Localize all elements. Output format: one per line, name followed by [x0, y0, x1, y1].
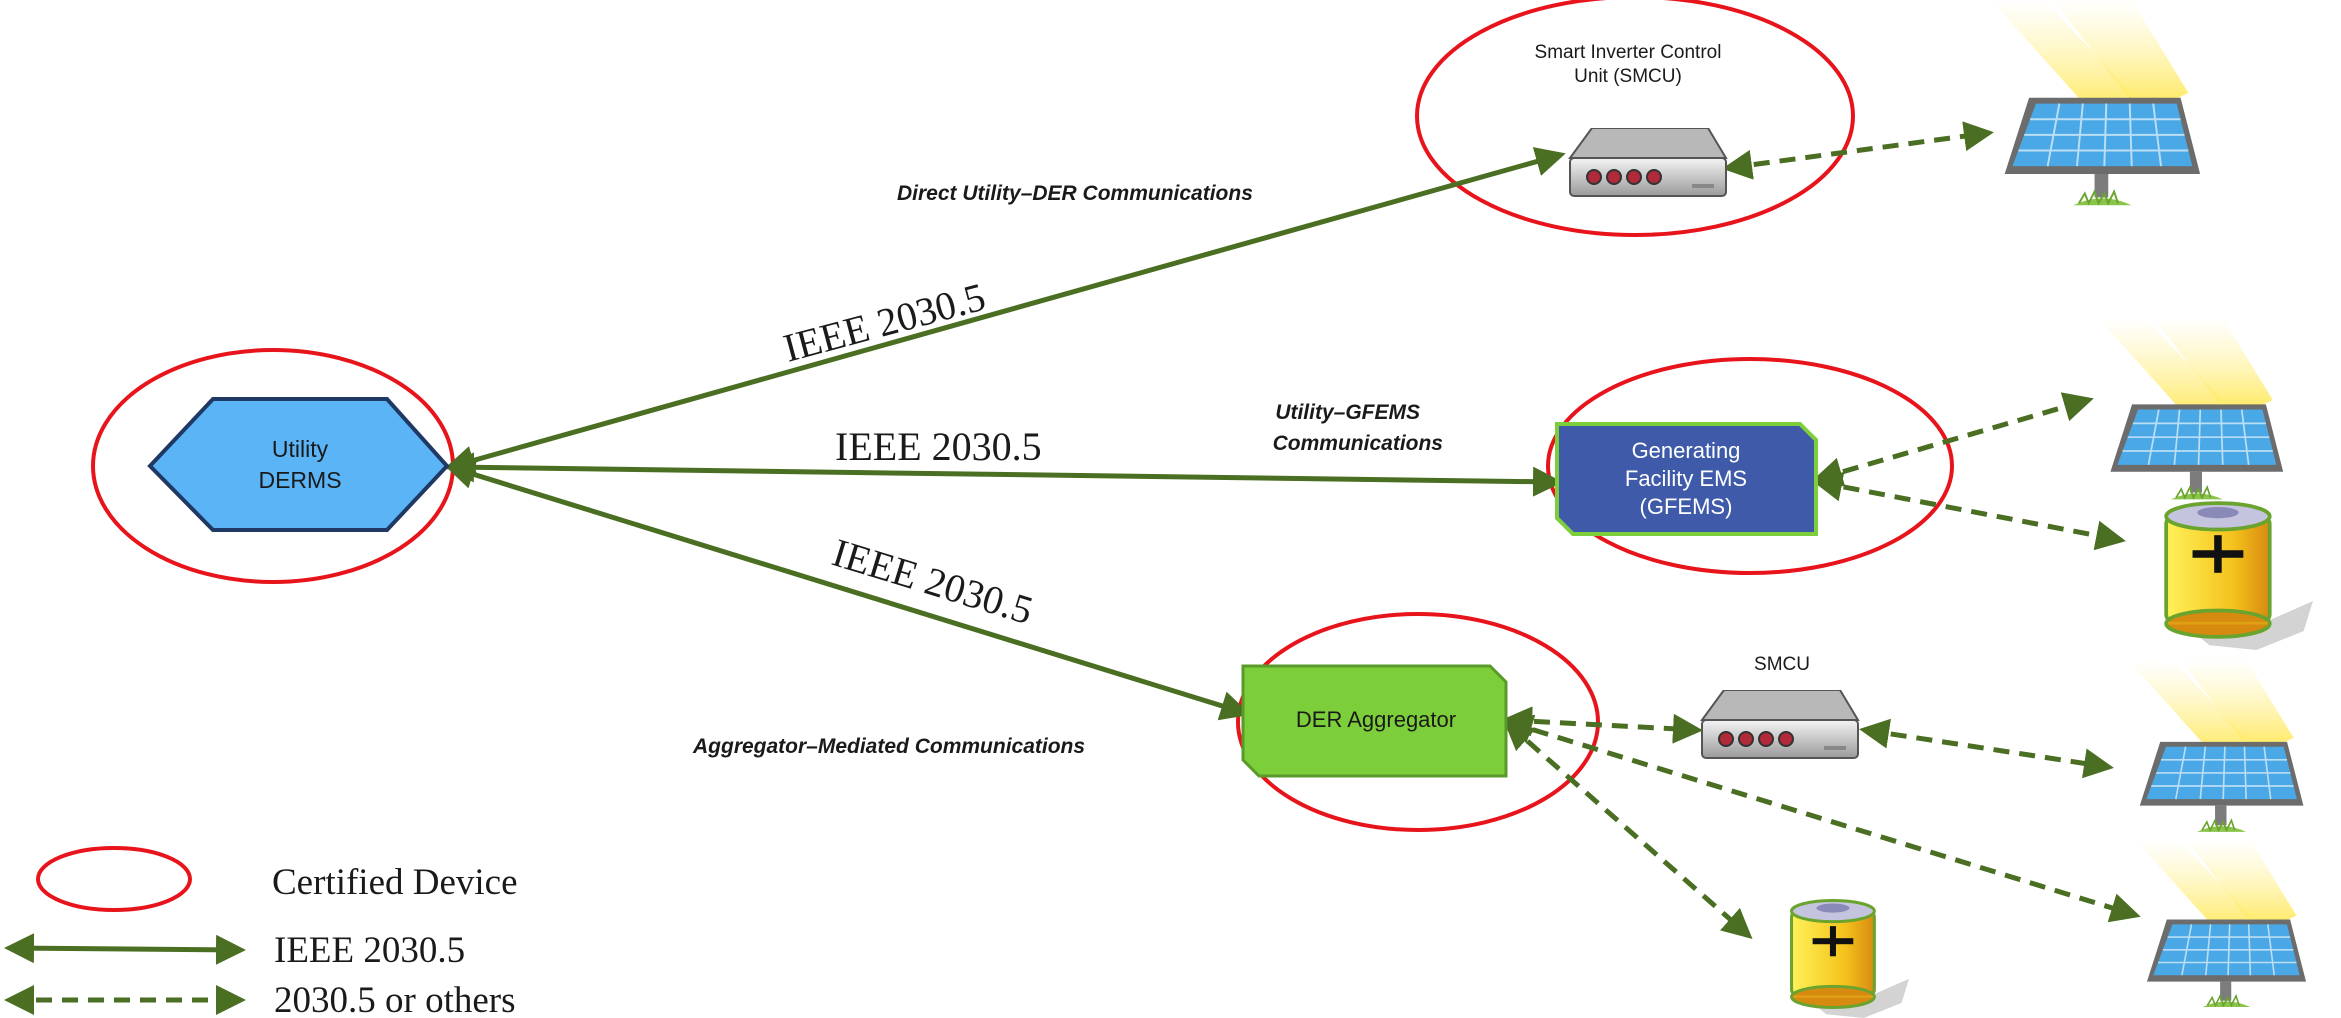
aggregator-node [1241, 664, 1508, 778]
legend-solid-symbol [4, 933, 246, 965]
caption-gfems-line1: Utility–GFEMS [1275, 401, 1420, 424]
smcu-top-label-line1: Smart Inverter Control [1535, 42, 1722, 63]
legend-certified-label: Certified Device [272, 862, 518, 903]
dashed-smcu-top-solar [1722, 121, 1994, 180]
link-direct-utility-der [444, 147, 1566, 475]
caption-aggregator: Aggregator–Mediated Communications [692, 735, 1085, 758]
dashed-gfems-solar [1812, 392, 2094, 487]
battery-icon [1789, 898, 1911, 1018]
certified-ring-smcu-top [1415, 0, 1855, 237]
legend-solid-label: IEEE 2030.5 [274, 930, 465, 971]
gfems-label-line3: (GFEMS) [1640, 494, 1733, 519]
gfems-label-line2: Facility EMS [1625, 466, 1747, 491]
dashed-smcu-solar [1859, 718, 2114, 779]
dashed-aggregator-battery [1503, 720, 1753, 939]
aggregator-label: DER Aggregator [1296, 707, 1456, 732]
link-utility-aggregator [444, 459, 1251, 721]
smcu-top-label-line2: Unit (SMCU) [1574, 66, 1682, 87]
derms-label-line2: DERMS [258, 467, 341, 493]
protocol-direct: IEEE 2030.5 [779, 274, 990, 371]
caption-gfems-line2: Communications [1273, 432, 1443, 455]
solar-panel-icon [1989, 0, 2202, 207]
gfems-label-line1: Generating [1632, 438, 1741, 463]
solar-panel-icon [2127, 660, 2305, 833]
derms-label-line1: Utility [272, 436, 329, 462]
dashed-gfems-battery [1812, 471, 2126, 551]
solar-panel-icon [2097, 318, 2285, 501]
battery-icon [2164, 501, 2315, 650]
caption-direct: Direct Utility–DER Communications [897, 182, 1253, 205]
gfems-node [1555, 422, 1818, 536]
solar-panel-icon [2134, 840, 2308, 1009]
derms-node [147, 397, 450, 532]
legend-certified-symbol [36, 846, 192, 912]
protocol-gfems: IEEE 2030.5 [835, 424, 1042, 469]
inverter-box-icon [1701, 690, 1859, 759]
link-utility-gfems [444, 452, 1563, 497]
legend-dashed-label: 2030.5 or others [274, 980, 516, 1018]
smcu-small-label: SMCU [1754, 654, 1810, 675]
inverter-box-icon [1569, 128, 1727, 197]
